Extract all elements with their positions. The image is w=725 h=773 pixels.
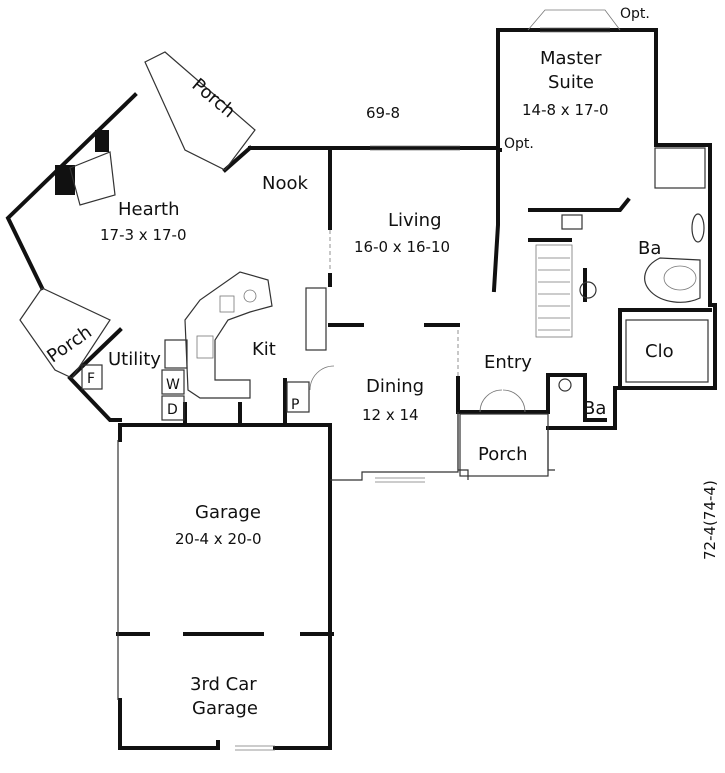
overall-depth-label: 72-4(74-4)	[701, 480, 719, 560]
garage-name: Garage	[195, 502, 261, 523]
clo-label: Clo	[645, 341, 674, 362]
living-name: Living	[388, 210, 442, 231]
living-size: 16-0 x 16-10	[354, 238, 450, 256]
opt-inner-label: Opt.	[504, 136, 534, 152]
labels: 69-8 72-4(74-4) Opt. Master Suite 14-8 x…	[43, 6, 719, 719]
porch-front-label: Porch	[478, 444, 528, 465]
third-car-name-line2: Garage	[192, 698, 258, 719]
opt-top-label: Opt.	[620, 6, 650, 22]
dining-size: 12 x 14	[362, 406, 419, 424]
nook-label: Nook	[262, 173, 308, 194]
master-suite-size: 14-8 x 17-0	[522, 101, 609, 119]
overall-width-label: 69-8	[366, 104, 400, 122]
hearth-size: 17-3 x 17-0	[100, 226, 187, 244]
ba-master-label: Ba	[638, 238, 661, 259]
w-label: W	[166, 377, 180, 393]
fixtures	[19, 9, 709, 751]
d-label: D	[167, 402, 178, 418]
master-suite-name-line2: Suite	[548, 72, 594, 93]
dining-name: Dining	[366, 376, 424, 397]
kit-label: Kit	[252, 339, 276, 360]
ba-half-label: Ba	[583, 398, 606, 419]
garage-size: 20-4 x 20-0	[175, 530, 262, 548]
porch-top-label: Porch	[188, 74, 239, 122]
utility-label: Utility	[108, 349, 161, 370]
hearth-name: Hearth	[118, 199, 180, 220]
walls	[5, 28, 717, 750]
entry-label: Entry	[484, 352, 532, 373]
master-suite-name-line1: Master	[540, 48, 602, 69]
p-label: P	[291, 397, 299, 413]
f-label: F	[87, 371, 95, 387]
third-car-name-line1: 3rd Car	[190, 674, 257, 695]
